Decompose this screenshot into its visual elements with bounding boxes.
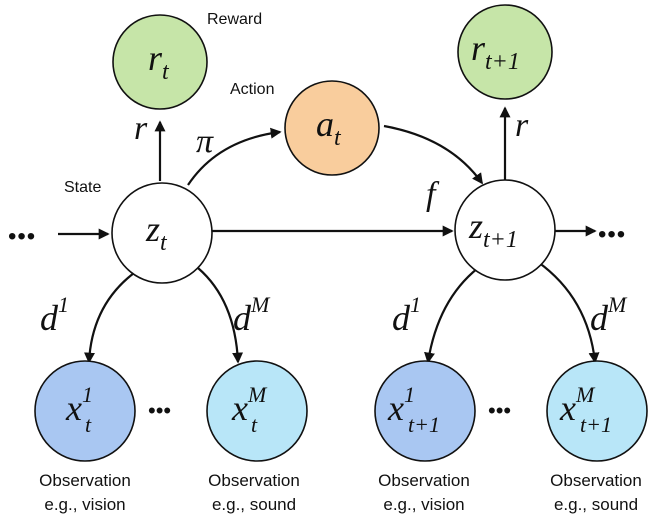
node-r-t1-label: rt+1 xyxy=(471,28,520,75)
edge-zt-to-x1t xyxy=(84,272,135,364)
node-z-t: zt xyxy=(111,182,213,284)
ellipsis-obs-left: ••• xyxy=(148,398,171,423)
edge-dynamics xyxy=(383,124,483,185)
edges xyxy=(58,106,600,364)
node-xM-t1-circle xyxy=(546,360,648,462)
ellipsis-obs-right: ••• xyxy=(488,398,511,423)
node-xM-t1-sub: t+1 xyxy=(580,412,612,437)
obs-sound-right-line2: e.g., sound xyxy=(554,495,638,514)
node-a-t-label: at xyxy=(316,104,342,151)
node-z-t-circle xyxy=(111,182,213,284)
node-r-t: rt xyxy=(112,14,208,110)
action-label: Action xyxy=(230,81,274,98)
node-xM-t-circle xyxy=(206,360,308,462)
edge-label-d-left-1: d1 xyxy=(40,292,69,338)
node-xM-t-sub: t xyxy=(251,412,258,437)
edge-label-f: f xyxy=(426,176,440,213)
node-a-t-circle xyxy=(284,80,380,176)
obs-vision-left-line2: e.g., vision xyxy=(44,495,125,514)
edge-label-d-right-1: d1 xyxy=(392,292,421,338)
edge-label-r-left: r xyxy=(134,110,148,147)
node-z-t1-circle xyxy=(454,179,556,281)
edge-zt-to-xMt xyxy=(197,267,244,364)
node-x1-t: x1 t xyxy=(34,360,136,462)
edge-zt1-to-x1t1 xyxy=(424,267,479,364)
obs-sound-left-line2: e.g., sound xyxy=(212,495,296,514)
ellipsis-right: ••• xyxy=(598,221,626,248)
node-x1-t-circle xyxy=(34,360,136,462)
node-xM-t-label: xM xyxy=(231,382,268,428)
node-x1-t1-label: x1 xyxy=(387,382,415,428)
edge-label-d-right-M: dM xyxy=(590,292,628,338)
edge-label-pi: π xyxy=(196,123,214,160)
reward-label: Reward xyxy=(207,11,262,28)
node-z-t-label: zt xyxy=(145,209,168,256)
obs-sound-right-line1: Observation xyxy=(550,471,642,490)
node-xM-t: xM t xyxy=(206,360,308,462)
state-label: State xyxy=(64,179,101,196)
node-r-t1: rt+1 xyxy=(457,4,553,100)
obs-vision-right-line1: Observation xyxy=(378,471,470,490)
obs-vision-right-line2: e.g., vision xyxy=(383,495,464,514)
node-z-t1: zt+1 xyxy=(454,179,556,281)
node-x1-t1-sub: t+1 xyxy=(408,412,440,437)
edge-label-r-right: r xyxy=(515,107,529,144)
node-xM-t1: xM t+1 xyxy=(546,360,648,462)
node-x1-t-label: x1 xyxy=(65,382,93,428)
node-a-t: at xyxy=(284,80,380,176)
edge-policy xyxy=(187,127,282,186)
node-r-t-label: rt xyxy=(148,38,170,85)
node-x1-t-sub: t xyxy=(85,412,92,437)
obs-sound-left-line1: Observation xyxy=(208,471,300,490)
node-z-t1-label: zt+1 xyxy=(468,206,518,253)
node-r-t1-circle xyxy=(457,4,553,100)
node-x1-t1: x1 t+1 xyxy=(374,360,476,462)
edge-zt1-to-xMt1 xyxy=(537,261,600,364)
node-x1-t1-circle xyxy=(374,360,476,462)
obs-vision-left-line1: Observation xyxy=(39,471,131,490)
edge-label-d-left-M: dM xyxy=(233,292,271,338)
ellipsis-left: ••• xyxy=(8,223,36,250)
node-xM-t1-label: xM xyxy=(559,382,596,428)
node-r-t-circle xyxy=(112,14,208,110)
